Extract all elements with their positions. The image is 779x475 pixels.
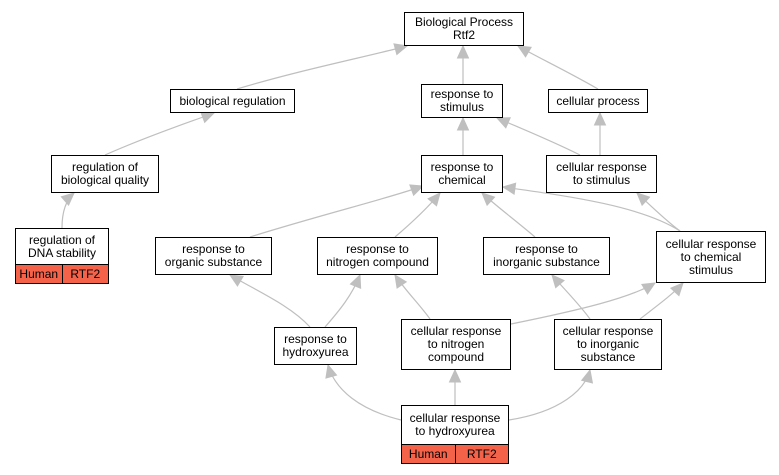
node-cellular-response-to-chemical-stimulus[interactable]: cellular response to chemical stimulus — [656, 231, 766, 283]
edge-16 — [510, 282, 656, 325]
node-response-to-hydroxyurea[interactable]: response to hydroxyurea — [274, 327, 357, 365]
node-label: cellular response to chemical stimulus — [665, 236, 757, 277]
annotation-row: Human RTF2 — [402, 444, 508, 463]
node-response-to-inorganic-substance[interactable]: response to inorganic substance — [483, 237, 610, 275]
species-tag: Human — [16, 265, 62, 283]
edge-0 — [236, 45, 408, 90]
node-label: response to hydroxyurea — [282, 332, 349, 359]
node-cellular-response-to-stimulus[interactable]: cellular response to stimulus — [546, 155, 657, 193]
node-label: cellular process — [556, 93, 640, 108]
annotation-row: Human RTF2 — [16, 264, 108, 283]
arrowhead-4 — [456, 116, 470, 131]
node-label: response to inorganic substance — [493, 242, 600, 269]
node-cellular-process[interactable]: cellular process — [548, 89, 648, 113]
node-response-to-stimulus[interactable]: response to stimulus — [421, 84, 503, 118]
node-response-to-organic-substance[interactable]: response to organic substance — [155, 237, 272, 275]
node-response-to-nitrogen-compound[interactable]: response to nitrogen compound — [317, 237, 438, 275]
arrowhead-10 — [481, 192, 496, 207]
gene-tag: RTF2 — [454, 445, 508, 463]
arrowhead-5 — [495, 117, 511, 129]
node-label: response to stimulus — [430, 87, 494, 114]
arrowhead-6 — [593, 111, 607, 126]
arrowhead-17 — [551, 274, 565, 289]
arrowhead-9 — [427, 192, 441, 207]
node-label: response to nitrogen compound — [326, 242, 429, 269]
node-biological-process[interactable]: Biological Process Rtf2 — [404, 12, 524, 46]
node-label: response to organic substance — [164, 242, 263, 269]
edge-19 — [327, 364, 402, 421]
node-label: cellular response to stimulus — [556, 160, 647, 187]
arrowhead-20 — [448, 368, 462, 383]
arrowhead-8 — [409, 184, 425, 197]
arrowhead-0 — [393, 43, 409, 56]
node-label: cellular response to inorganic substance — [562, 324, 654, 364]
node-label: Biological Process Rtf2 — [414, 15, 514, 42]
arrowhead-19 — [325, 363, 338, 379]
arrowhead-12 — [636, 192, 651, 207]
node-response-to-chemical[interactable]: response to chemical — [421, 155, 503, 193]
node-label: cellular response to hydroxyurea — [409, 411, 501, 438]
arrowhead-1 — [456, 44, 470, 59]
edge-3 — [104, 112, 215, 156]
node-label: response to chemical — [430, 160, 494, 187]
edge-2 — [517, 45, 599, 90]
arrowhead-15 — [394, 274, 408, 289]
edge-11 — [502, 186, 681, 232]
edge-8 — [249, 185, 424, 238]
arrowhead-2 — [516, 45, 532, 58]
arrowhead-18 — [669, 282, 684, 297]
arrowhead-14 — [349, 273, 362, 289]
edge-5 — [496, 117, 581, 156]
arrowhead-16 — [641, 282, 657, 295]
node-regulation-of-dna-stability[interactable]: regulation of DNA stability Human RTF2 — [15, 228, 109, 284]
arrowhead-11 — [501, 182, 517, 195]
arrowhead-7 — [60, 192, 75, 206]
node-cellular-response-to-hydroxyurea[interactable]: cellular response to hydroxyurea Human R… — [401, 405, 509, 464]
edge-21 — [508, 369, 591, 421]
node-label: cellular response to nitrogen compound — [410, 324, 502, 364]
node-label: regulation of biological quality — [60, 160, 150, 187]
gene-tag: RTF2 — [61, 265, 108, 283]
node-cellular-response-to-nitrogen-compound[interactable]: cellular response to nitrogen compound — [401, 319, 511, 370]
edge-13 — [229, 274, 311, 328]
node-biological-regulation[interactable]: biological regulation — [170, 89, 295, 113]
node-cellular-response-to-inorganic-substance[interactable]: cellular response to inorganic substance — [554, 319, 662, 370]
arrowhead-13 — [228, 274, 244, 287]
node-label: biological regulation — [179, 93, 286, 108]
arrowhead-3 — [200, 111, 216, 124]
node-label: regulation of DNA stability — [27, 232, 97, 260]
arrowhead-21 — [580, 368, 594, 384]
species-tag: Human — [402, 445, 455, 463]
node-regulation-of-biological-quality[interactable]: regulation of biological quality — [51, 155, 159, 193]
